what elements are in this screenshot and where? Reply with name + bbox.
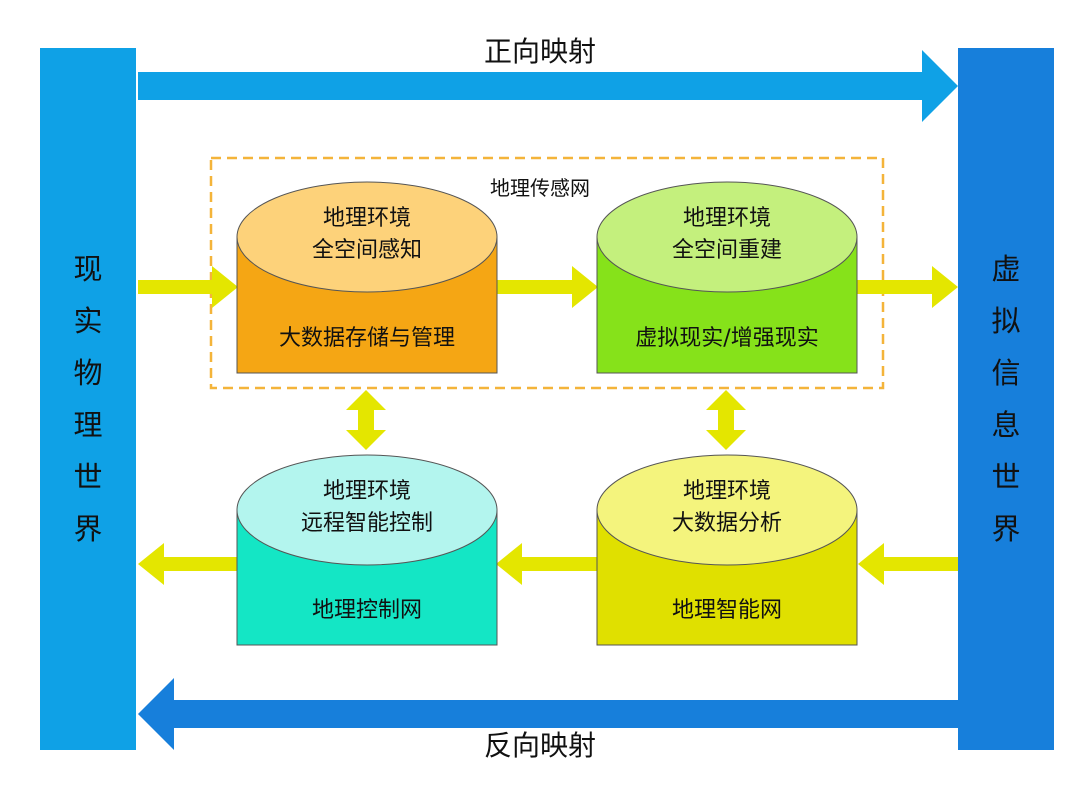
control-subtitle: 地理控制网	[311, 598, 422, 623]
physical-world-char: 实	[73, 304, 103, 338]
virtual-world-char: 拟	[991, 304, 1021, 338]
perception-title-line2: 全空间感知	[311, 238, 422, 263]
physical-world-char: 物	[73, 356, 103, 390]
reconstruction-cylinder	[596, 181, 858, 374]
virtual-world-char: 息	[991, 408, 1021, 442]
virtual-world-char: 界	[991, 512, 1021, 546]
double-arrow-reconstruction-analysis	[706, 390, 746, 450]
flow-arrow-analysis-to-control	[496, 543, 597, 585]
reconstruction-title: 地理环境 全空间重建	[597, 203, 857, 267]
physical-world-char: 界	[73, 512, 103, 546]
analysis-title: 地理环境 大数据分析	[597, 476, 857, 540]
virtual-world-pillar: 虚 拟 信 息 世 界	[958, 48, 1054, 750]
control-title: 地理环境 远程智能控制	[237, 476, 497, 540]
virtual-world-char: 世	[991, 460, 1021, 494]
reconstruction-title-line1: 地理环境	[682, 206, 771, 231]
reconstruction-subtitle: 虚拟现实/增强现实	[635, 326, 819, 351]
perception-subtitle: 大数据存储与管理	[278, 326, 455, 351]
analysis-subtitle: 地理智能网	[671, 598, 782, 623]
flow-arrow-physical-to-perception	[138, 266, 238, 308]
flow-arrow-control-to-physical	[138, 543, 237, 585]
analysis-cylinder	[596, 454, 858, 646]
analysis-title-line1: 地理环境	[682, 479, 771, 504]
flow-arrow-virtual-to-analysis	[858, 543, 958, 585]
sensor-network-border	[209, 156, 885, 390]
physical-world-char: 现	[73, 252, 103, 286]
flow-arrow-perception-to-reconstruction	[497, 266, 598, 308]
virtual-world-char: 信	[991, 356, 1021, 390]
control-title-line2: 远程智能控制	[300, 511, 433, 536]
flow-arrow-reconstruction-to-virtual	[856, 266, 958, 308]
virtual-world-char: 虚	[991, 252, 1021, 286]
perception-title-line1: 地理环境	[322, 206, 411, 231]
reverse-mapping-label: 反向映射	[483, 729, 596, 762]
reverse-mapping-arrow	[138, 678, 958, 750]
forward-mapping-label: 正向映射	[483, 35, 596, 68]
control-title-line1: 地理环境	[322, 479, 411, 504]
perception-title: 地理环境 全空间感知	[237, 203, 497, 267]
double-arrow-perception-control	[346, 390, 386, 450]
control-cylinder	[236, 454, 498, 646]
physical-world-char: 世	[73, 460, 103, 494]
forward-mapping-arrow	[138, 50, 958, 122]
analysis-title-line2: 大数据分析	[671, 511, 782, 536]
sensor-network-label: 地理传感网	[490, 176, 590, 200]
physical-world-char: 理	[73, 408, 103, 442]
reconstruction-title-line2: 全空间重建	[671, 238, 782, 263]
physical-world-pillar: 现 实 物 理 世 界	[40, 48, 136, 750]
perception-cylinder	[236, 181, 498, 374]
